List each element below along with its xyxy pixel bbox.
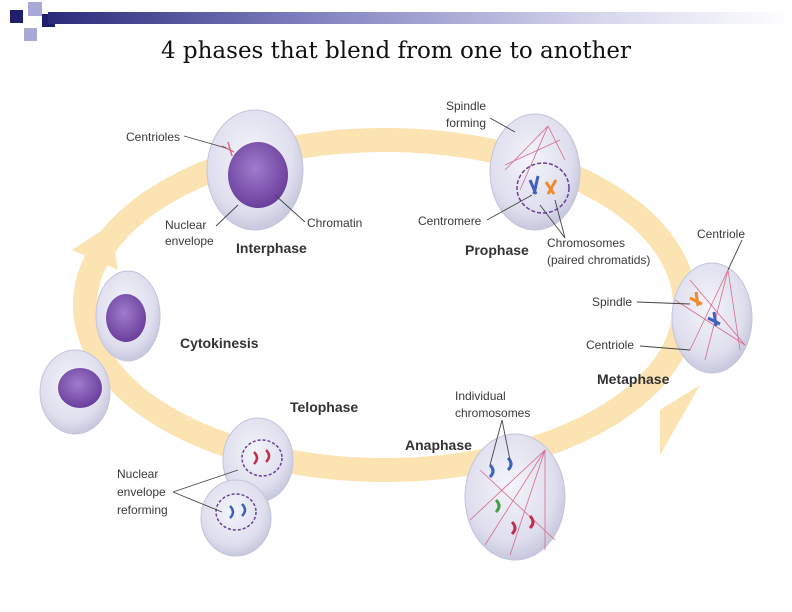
cytokinesis-cell-lower <box>39 349 111 435</box>
label-individual-chromosomes-1: Individual <box>455 389 506 403</box>
interphase-cell <box>206 109 304 231</box>
phase-telophase: Telophase <box>290 399 358 415</box>
label-nuclear-envelope-reforming-1: Nuclear <box>117 467 158 481</box>
label-centriole-bottom: Centriole <box>586 338 634 352</box>
corner-square-light <box>24 28 37 41</box>
slide-title: 4 phases that blend from one to another <box>160 38 632 64</box>
prophase-cell <box>489 113 581 231</box>
label-chromatin: Chromatin <box>307 216 362 230</box>
phase-interphase: Interphase <box>236 240 307 256</box>
label-chromosomes-2: (paired chromatids) <box>547 253 650 267</box>
label-spindle-forming-2: forming <box>446 116 486 130</box>
telophase-cell <box>200 417 294 557</box>
label-centromere: Centromere <box>418 214 482 228</box>
label-nuclear-envelope-1: Nuclear <box>165 218 206 232</box>
corner-square-dark <box>10 10 23 23</box>
phase-metaphase: Metaphase <box>597 371 670 387</box>
cycle-arrowhead-right <box>660 385 700 455</box>
label-centrioles: Centrioles <box>126 130 180 144</box>
label-chromosomes-1: Chromosomes <box>547 236 625 250</box>
label-nuclear-envelope-reforming-2: envelope <box>117 485 166 499</box>
phase-anaphase: Anaphase <box>405 437 472 453</box>
cycle-arrowhead-left <box>72 225 118 270</box>
corner-square-light <box>28 2 42 16</box>
label-centriole-top: Centriole <box>697 227 745 241</box>
anaphase-cell <box>464 433 566 561</box>
cytokinesis-cell-upper <box>95 270 161 362</box>
leader-lines <box>172 117 743 513</box>
label-spindle: Spindle <box>592 295 632 309</box>
metaphase-cell <box>671 262 753 374</box>
label-individual-chromosomes-2: chromosomes <box>455 406 530 420</box>
label-spindle-forming-1: Spindle <box>446 99 486 113</box>
title-gradient-bar <box>48 12 792 24</box>
phase-cytokinesis: Cytokinesis <box>180 335 259 351</box>
label-nuclear-envelope-reforming-3: reforming <box>117 503 168 517</box>
phase-prophase: Prophase <box>465 242 529 258</box>
label-nuclear-envelope-2: envelope <box>165 234 214 248</box>
